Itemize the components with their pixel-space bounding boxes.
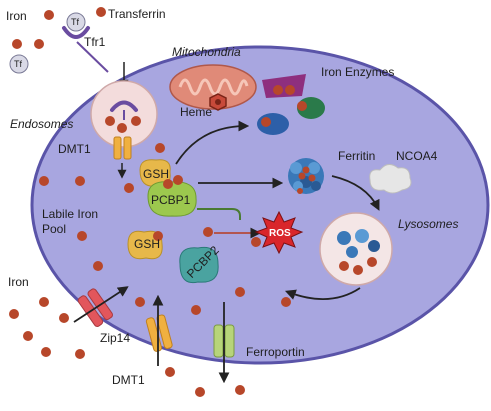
- free-transferrin: [9, 54, 29, 74]
- transferrin-label: Transferrin: [108, 7, 166, 21]
- mitochondria-label: Mitochondria: [172, 45, 241, 59]
- iron-atom: [96, 7, 106, 17]
- iron-atom: [39, 297, 49, 307]
- iron-atom: [235, 385, 245, 395]
- iron-atom: [251, 237, 261, 247]
- ferritin-label: Ferritin: [338, 149, 375, 163]
- gsh-pcbp1-complex: [139, 159, 197, 217]
- iron-atom: [135, 297, 145, 307]
- iron-atom: [153, 231, 163, 241]
- iron-atom: [12, 39, 22, 49]
- gsh-1-label: GSH: [143, 167, 169, 181]
- ros-burst-icon: [254, 210, 304, 255]
- transferrin-receptor-complex: Tf: [62, 12, 109, 73]
- iron-atom: [353, 265, 363, 275]
- gsh-2-label: GSH: [134, 237, 160, 251]
- svg-text:Tf: Tf: [71, 17, 79, 27]
- iron-atom: [195, 387, 205, 397]
- iron-atom: [215, 99, 221, 105]
- iron-atom: [131, 116, 141, 126]
- lysosome-release-arrow: [284, 287, 361, 301]
- iron-atom: [59, 313, 69, 323]
- iron-atom: [191, 305, 201, 315]
- ferroportin-transporter: [213, 324, 235, 358]
- lysosomes-label: Lysosomes: [398, 217, 458, 231]
- ros-label: ROS: [269, 228, 291, 239]
- iron-atom: [124, 183, 134, 193]
- iron-atom: [93, 261, 103, 271]
- iron-atom: [203, 227, 213, 237]
- degrading-ferritin: [337, 229, 380, 258]
- iron-atom: [75, 176, 85, 186]
- iron-atom: [281, 297, 291, 307]
- heme-label: Heme: [180, 105, 212, 119]
- ferritin-to-lysosome-arrow: [331, 175, 380, 211]
- zip14-label: Zip14: [100, 331, 130, 345]
- labile-iron-pool-label: Pool: [42, 222, 66, 236]
- iron-atom: [39, 176, 49, 186]
- pcbp1-inhibits-ros: [197, 208, 241, 220]
- dmt1-endosome-label: DMT1: [58, 142, 91, 156]
- iron-enzymes: [257, 74, 325, 135]
- iron-atom: [235, 287, 245, 297]
- labile-iron-pool-label: Labile Iron: [42, 207, 98, 221]
- iron-atom: [9, 309, 19, 319]
- iron-atom: [339, 261, 349, 271]
- free-transferrin-label: Tf: [14, 59, 22, 69]
- mitochondrion: [169, 64, 257, 110]
- iron-atom: [77, 231, 87, 241]
- iron-atom: [34, 39, 44, 49]
- iron-atom: [367, 257, 377, 267]
- iron-atom: [165, 367, 175, 377]
- ferroportin-label: Ferroportin: [246, 345, 305, 359]
- iron-atom: [155, 143, 165, 153]
- endosomes-label: Endosomes: [10, 117, 73, 131]
- iron-left-label: Iron: [8, 275, 29, 289]
- ncoa4-label: NCOA4: [396, 149, 438, 163]
- dmt1-membrane-label: DMT1: [112, 373, 145, 387]
- pcbp2-protein: [179, 246, 219, 284]
- pcbp1-label: PCBP1: [151, 193, 191, 207]
- iron-enzymes-label: Iron Enzymes: [321, 65, 394, 79]
- iron-top-label: Iron: [6, 9, 27, 23]
- iron-atom: [117, 123, 127, 133]
- ncoa4-protein: [369, 164, 412, 194]
- iron-atom: [105, 116, 115, 126]
- pcbp1-to-mitochondria-arrow: [175, 120, 250, 165]
- iron-atom: [23, 331, 33, 341]
- ferritin-cage: [288, 158, 324, 194]
- tfr1-label: Tfr1: [84, 35, 106, 49]
- iron-atom: [75, 349, 85, 359]
- zip14-import-arrow: [73, 286, 129, 323]
- endosome-dmt1-transporter: [113, 136, 132, 160]
- iron-atom: [41, 347, 51, 357]
- transferrin-protein: [66, 12, 86, 32]
- iron-atom: [44, 10, 54, 20]
